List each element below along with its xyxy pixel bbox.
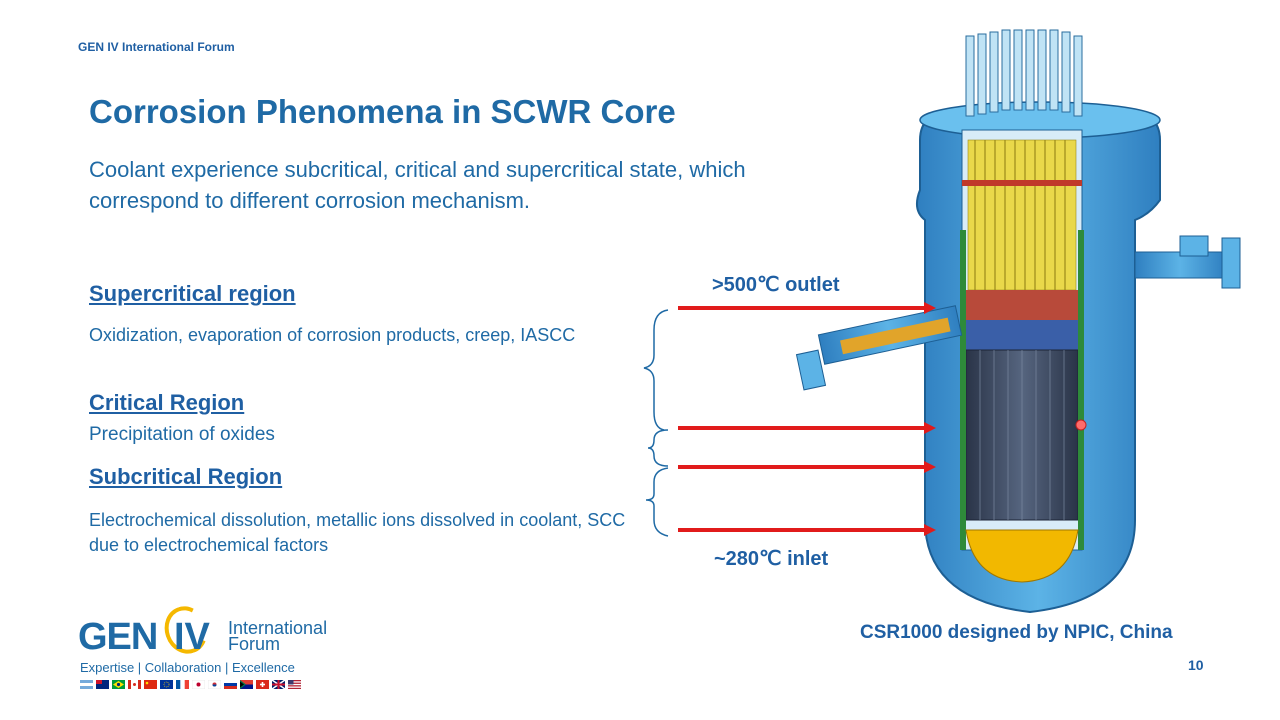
supercritical-region-description: Oxidization, evaporation of corrosion pr…: [89, 325, 576, 345]
brace-critical: [647, 429, 669, 467]
flag-usa: [288, 680, 301, 689]
flag-australia: [96, 680, 109, 689]
logo-tagline: Expertise | Collaboration | Excellence: [80, 660, 295, 675]
logo-international-text: International: [228, 618, 328, 638]
brace-subcritical: [645, 467, 669, 537]
control-rod-nozzles: [965, 29, 1083, 117]
flag-korea: [208, 680, 221, 689]
logo-gen-text: GEN: [78, 616, 158, 658]
flag-argentina: [80, 680, 93, 689]
inlet-nozzle: [795, 305, 963, 391]
critical-region-heading: Critical Region: [89, 390, 245, 415]
brace-supercritical: [643, 309, 669, 431]
upper-internals: [967, 139, 1077, 291]
lower-plenum: [965, 529, 1079, 583]
logo-forum-text: Forum: [228, 634, 281, 654]
subcritical-region-heading: Subcritical Region: [89, 464, 283, 489]
flag-canada: [128, 680, 141, 689]
temperature-arrows: [678, 302, 936, 536]
slide-number: 10: [1188, 657, 1204, 673]
logo-international-forum: International Forum: [228, 618, 328, 654]
diagram-caption: CSR1000 designed by NPIC, China: [860, 622, 1173, 643]
critical-region-description: Precipitation of oxides: [89, 424, 275, 445]
logo-iv-text: IV: [174, 616, 210, 658]
flag-switzerland: [256, 680, 269, 689]
flag-uk: [272, 680, 285, 689]
reactor-diagram: [643, 29, 1241, 614]
flag-japan: [192, 680, 205, 689]
header-forum-label: GEN IV International Forum: [78, 40, 235, 54]
flag-south-africa: [240, 680, 253, 689]
flag-russia: [224, 680, 237, 689]
gen-iv-logo: GEN IV International Forum Expertise | C…: [78, 600, 340, 695]
subtitle: Coolant experience subcritical, critical…: [89, 157, 746, 213]
member-flags: [80, 680, 301, 689]
supercritical-region-heading: Supercritical region: [89, 281, 296, 306]
subcritical-region-description: Electrochemical dissolution, metallic io…: [89, 510, 626, 555]
inlet-temperature-label: ~280℃ inlet: [714, 548, 829, 570]
flag-france: [176, 680, 189, 689]
page-title: Corrosion Phenomena in SCWR Core: [89, 93, 676, 130]
flag-china: [144, 680, 157, 689]
flag-brazil: [112, 680, 125, 689]
outlet-temperature-label: >500℃ outlet: [712, 274, 840, 296]
outlet-nozzle: [1134, 235, 1241, 289]
flag-euratom: [160, 680, 173, 689]
